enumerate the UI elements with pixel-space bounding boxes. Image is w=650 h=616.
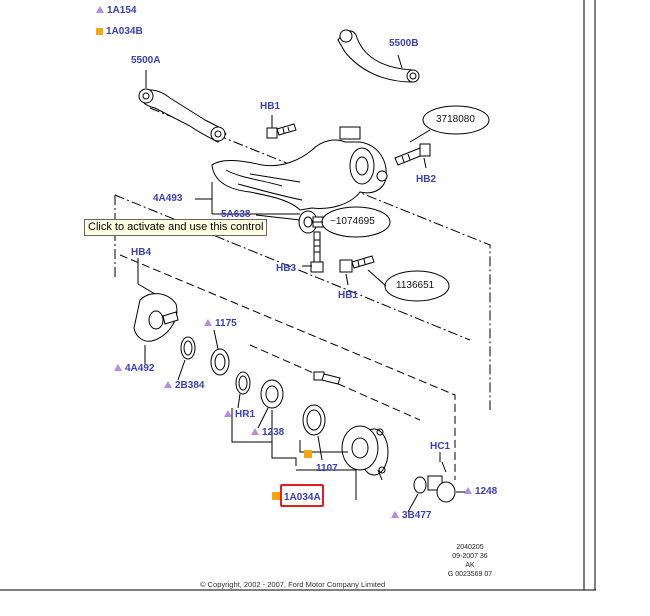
part-code: 1248 bbox=[475, 486, 498, 497]
subframe-boundary bbox=[114, 107, 491, 410]
part-label-1238[interactable]: 1238 bbox=[251, 427, 284, 438]
ring-2b384-shape bbox=[180, 336, 196, 360]
nut-hc1-shape bbox=[413, 461, 447, 494]
bearing-1238-shape bbox=[260, 379, 284, 409]
stamp-line-3: AK bbox=[465, 562, 475, 569]
part-label-hb1-top[interactable]: HB1 bbox=[260, 101, 281, 112]
part-code: 3B477 bbox=[402, 510, 432, 521]
part-label-1107[interactable]: 1107 bbox=[316, 463, 338, 474]
legend-square-code: 1A034B bbox=[106, 26, 143, 37]
bolt-hb1-top-shape bbox=[266, 123, 297, 139]
copyright-notice: © Copyright, 2002 - 2007, Ford Motor Com… bbox=[200, 580, 386, 589]
square-icon bbox=[304, 450, 312, 458]
callout-3718080[interactable]: 3718080 bbox=[436, 114, 475, 125]
bracket-4a492-shape bbox=[133, 262, 179, 342]
part-label-5a638[interactable]: 5A638 bbox=[221, 209, 251, 220]
bolt-hb3-shape bbox=[310, 231, 324, 273]
part-label-hb2[interactable]: HB2 bbox=[416, 174, 437, 185]
triangle-icon bbox=[204, 319, 212, 326]
callout-1136651[interactable]: 1136651 bbox=[396, 280, 435, 291]
triangle-icon bbox=[96, 6, 104, 13]
stamp-line-2: 09-2007 36 bbox=[452, 553, 488, 560]
part-label-hr1[interactable]: HR1 bbox=[224, 409, 255, 420]
bolt-hb2-shape bbox=[394, 143, 431, 166]
square-icon bbox=[96, 28, 103, 35]
part-label-hb4[interactable]: HB4 bbox=[131, 247, 152, 258]
part-label-3b477[interactable]: 3B477 bbox=[391, 510, 431, 521]
part-code: 1238 bbox=[262, 427, 285, 438]
part-label-1175[interactable]: 1175 bbox=[204, 318, 237, 329]
callout-oval-1136651 bbox=[384, 270, 450, 302]
triangle-icon bbox=[224, 410, 232, 417]
square-icon bbox=[272, 492, 280, 500]
stamp-line-1: 2040205 bbox=[456, 544, 484, 551]
bolt-hb1-bottom-shape bbox=[339, 255, 375, 273]
part-label-hc1[interactable]: HC1 bbox=[430, 441, 451, 452]
drawing-stamp: 2040205 09-2007 36 AK G 0023569 07 bbox=[440, 543, 500, 579]
callout-oval-3718080 bbox=[422, 105, 490, 135]
part-code: 2B384 bbox=[175, 380, 205, 391]
selected-part-highlight bbox=[280, 484, 324, 507]
triangle-icon bbox=[464, 487, 472, 494]
activate-control-tooltip: Click to activate and use this control bbox=[84, 219, 268, 236]
seal-1175-shape bbox=[210, 348, 230, 376]
part-label-1248[interactable]: 1248 bbox=[464, 486, 497, 497]
stamp-line-4: G 0023569 07 bbox=[447, 571, 493, 578]
legend-triangle-code: 1A154 bbox=[107, 5, 137, 16]
part-code: HR1 bbox=[235, 409, 256, 420]
part-label-5500a[interactable]: 5500A bbox=[131, 55, 161, 66]
cap-1248-shape bbox=[436, 481, 456, 503]
part-label-hb1-bottom[interactable]: HB1 bbox=[338, 290, 359, 301]
part-label-1a034a[interactable]: 1A034A bbox=[284, 492, 321, 503]
part-label-4a493[interactable]: 4A493 bbox=[153, 193, 183, 204]
triangle-icon bbox=[251, 428, 259, 435]
triangle-icon bbox=[164, 381, 172, 388]
legend-triangle-item: 1A154 bbox=[96, 5, 136, 16]
part-label-4a492[interactable]: 4A492 bbox=[114, 363, 154, 374]
part-label-2b384[interactable]: 2B384 bbox=[164, 380, 204, 391]
hub-1a034a-shape bbox=[341, 425, 389, 481]
part-code: 1175 bbox=[215, 318, 237, 329]
hub-assembly-boundary bbox=[119, 254, 456, 480]
triangle-icon bbox=[114, 364, 122, 371]
part-label-5500b[interactable]: 5500B bbox=[389, 38, 419, 49]
stud-shape bbox=[313, 371, 341, 385]
ring-1107-shape bbox=[302, 404, 326, 436]
ring-hr1-shape bbox=[235, 371, 251, 395]
part-code: 4A492 bbox=[125, 363, 155, 374]
legend-square-item: 1A034B bbox=[96, 26, 143, 37]
callout-1074695[interactable]: ~1074695 bbox=[330, 216, 375, 227]
triangle-icon bbox=[391, 511, 399, 518]
part-label-hb3[interactable]: HB3 bbox=[276, 263, 297, 274]
